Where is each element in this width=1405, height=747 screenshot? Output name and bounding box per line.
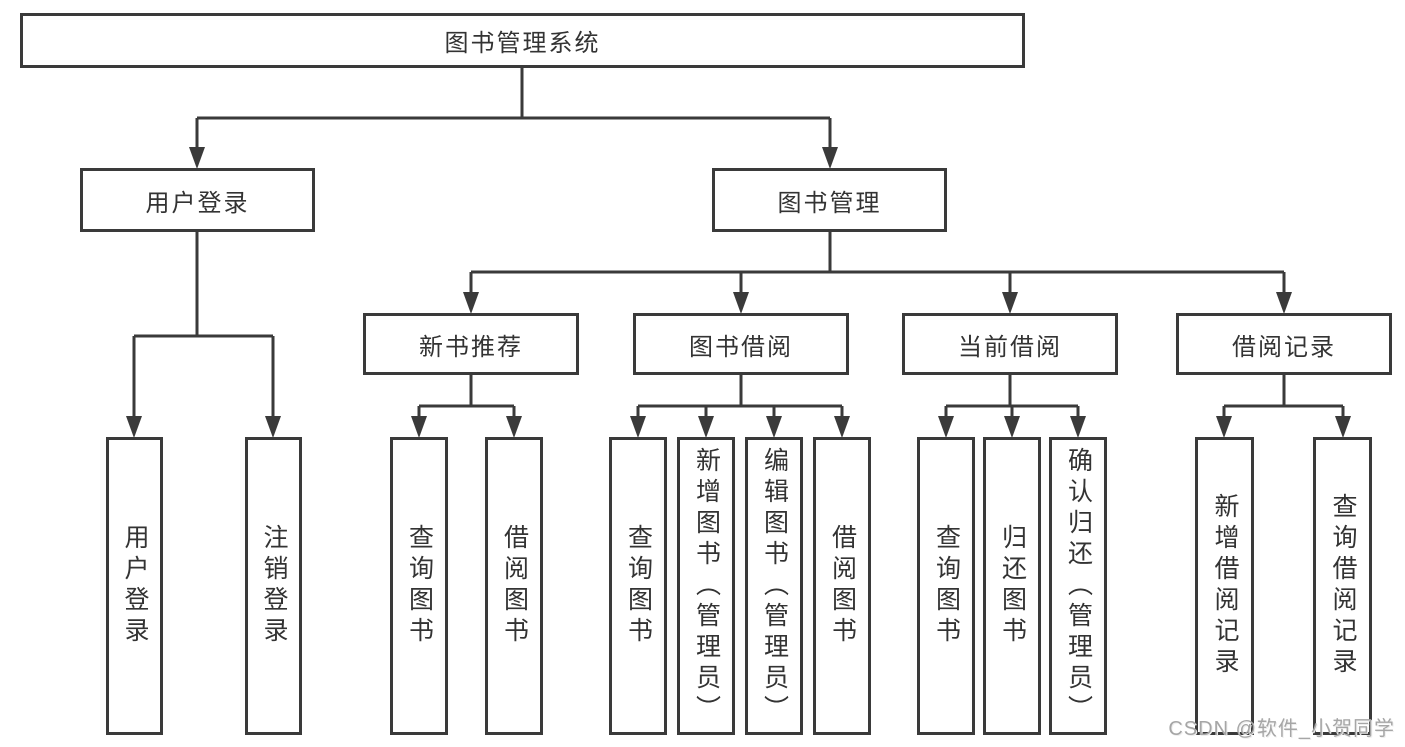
connector-recommend-to-leaves <box>417 375 516 420</box>
node-label: 确认归还（管理员） <box>1064 446 1093 726</box>
node-label: 新书推荐 <box>419 333 523 361</box>
node-label: 查询图书 <box>405 524 434 648</box>
node-label: 借阅图书 <box>828 524 857 648</box>
node-label: 编辑图书（管理员） <box>760 446 789 726</box>
csdn-watermark: CSDN @软件_小贺同学 <box>1168 718 1395 740</box>
leaf-query-book-current: 查询图书 <box>917 437 975 735</box>
leaf-query-borrow-record: 查询借阅记录 <box>1313 437 1372 735</box>
node-label: 图书管理系统 <box>444 30 601 57</box>
node-label: 新增借阅记录 <box>1211 493 1239 679</box>
node-book-management: 图书管理 <box>712 168 947 232</box>
node-label: 图书管理 <box>777 189 882 217</box>
leaf-add-book-admin: 新增图书（管理员） <box>677 437 735 735</box>
leaf-borrow-book-recommend: 借阅图书 <box>485 437 543 735</box>
connector-borrowing-to-leaves <box>636 375 844 420</box>
connector-records-to-leaves <box>1222 375 1345 420</box>
node-new-book-recommendation: 新书推荐 <box>363 313 579 375</box>
leaf-query-book-recommend: 查询图书 <box>390 437 448 735</box>
node-label: 图书借阅 <box>689 333 793 361</box>
node-user-login: 用户登录 <box>80 168 315 232</box>
node-label: 用户登录 <box>121 524 149 648</box>
node-book-borrowing: 图书借阅 <box>633 313 849 375</box>
node-label: 新增图书（管理员） <box>692 446 721 726</box>
node-label: 借阅记录 <box>1232 333 1336 361</box>
node-root-system: 图书管理系统 <box>20 13 1025 68</box>
connector-management-to-level3 <box>469 232 1286 296</box>
node-label: 查询借阅记录 <box>1329 493 1357 679</box>
connector-login-to-leaves <box>132 232 275 418</box>
node-label: 注销登录 <box>260 524 288 648</box>
leaf-logout: 注销登录 <box>245 437 302 735</box>
node-label: 归还图书 <box>998 524 1027 648</box>
node-label: 查询图书 <box>932 524 961 648</box>
node-label: 当前借阅 <box>958 333 1062 361</box>
arrowheads <box>126 147 1351 438</box>
leaf-add-borrow-record: 新增借阅记录 <box>1195 437 1254 735</box>
node-label: 用户登录 <box>145 189 250 217</box>
leaf-user-login: 用户登录 <box>106 437 163 735</box>
node-label: 查询图书 <box>624 524 653 648</box>
leaf-borrow-book-borrowing: 借阅图书 <box>813 437 871 735</box>
leaf-confirm-return-admin: 确认归还（管理员） <box>1049 437 1107 735</box>
leaf-return-book: 归还图书 <box>983 437 1041 735</box>
connector-current-to-leaves <box>944 375 1080 420</box>
node-borrowing-records: 借阅记录 <box>1176 313 1392 375</box>
leaf-edit-book-admin: 编辑图书（管理员） <box>745 437 803 735</box>
node-current-borrowing: 当前借阅 <box>902 313 1118 375</box>
leaf-query-book-borrowing: 查询图书 <box>609 437 667 735</box>
node-label: 借阅图书 <box>500 524 529 648</box>
connector-root-to-level2 <box>195 68 832 150</box>
